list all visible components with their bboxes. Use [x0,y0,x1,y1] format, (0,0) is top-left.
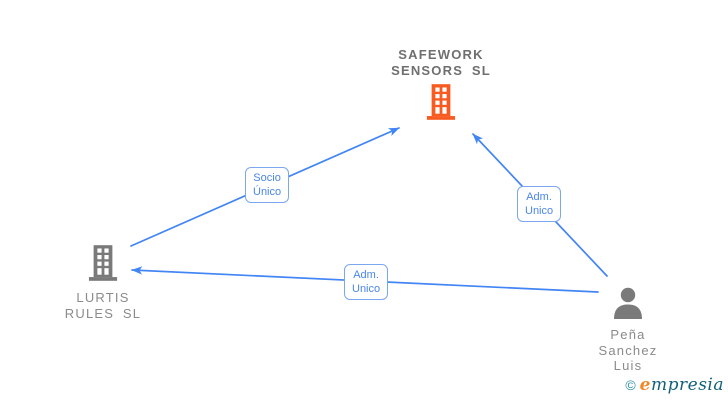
building-icon[interactable] [88,245,118,286]
node-pena-sanchez-luis[interactable]: Peña Sanchez Luis [583,287,673,374]
copyright-icon: © [625,377,636,393]
node-person-label: Peña Sanchez Luis [598,327,658,373]
building-icon[interactable] [426,84,456,125]
node-safework-label: SAFEWORK SENSORS SL [391,47,491,78]
edge-label-adm-unico-lurtis: Adm. Unico [344,264,389,300]
person-icon[interactable] [611,287,645,324]
node-safework-sensors[interactable]: SAFEWORK SENSORS SL [366,47,516,125]
edge-label-socio-unico: Socio Único [245,167,290,203]
empresia-watermark: © empresia [625,375,724,395]
node-lurtis-rules[interactable]: LURTIS RULES SL [43,245,163,322]
empresia-logo: empresia [639,375,724,395]
edge-label-adm-unico-safework: Adm. Unico [517,186,562,222]
node-lurtis-label: LURTIS RULES SL [64,290,142,321]
